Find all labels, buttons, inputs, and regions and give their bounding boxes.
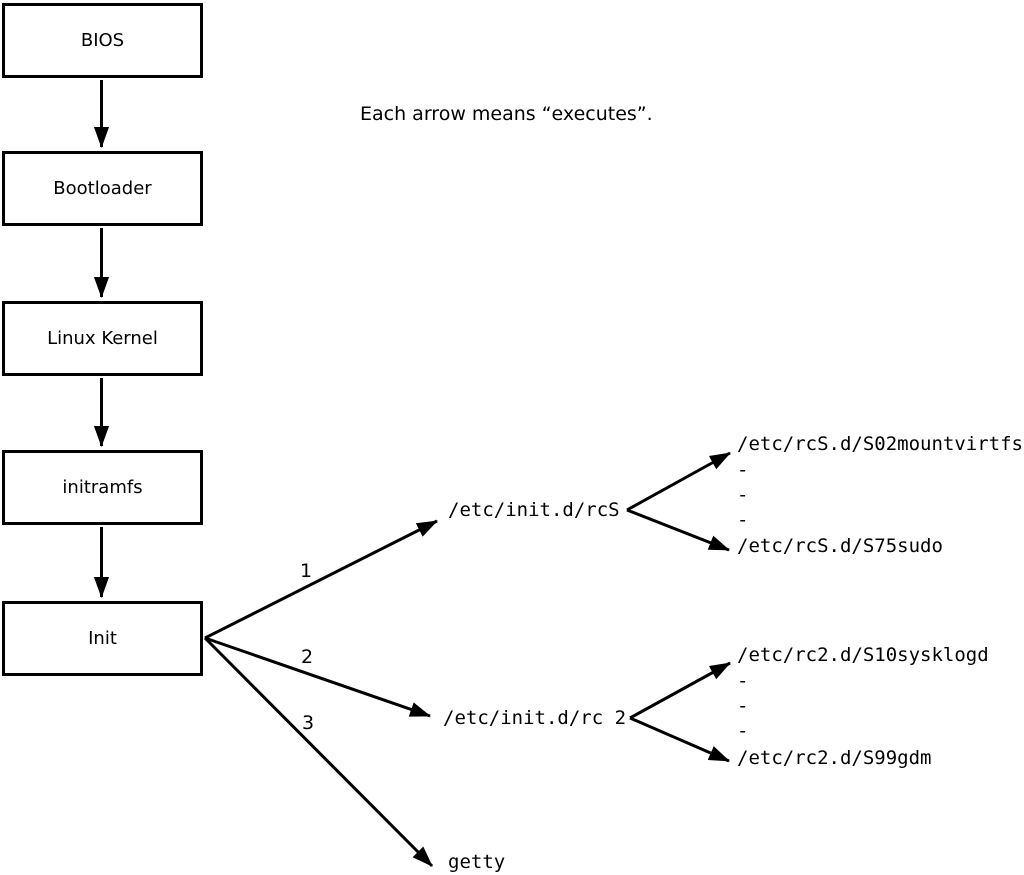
path-rc2-child-dash: - [737,670,749,692]
path-rcS-child-S75sudo: /etc/rcS.d/S75sudo [737,535,943,557]
path-rcS-child-dash: - [737,509,749,531]
node-bios-label: BIOS [80,30,125,51]
node-init: Init [2,601,203,676]
branch-label-1: 1 [299,560,313,582]
path-rcS-child-S02mountvirtfs: /etc/rcS.d/S02mountvirtfs [737,433,1023,455]
node-initramfs-label: initramfs [62,477,143,498]
arrow-rcS-to-S02mountvirtfs [626,451,731,512]
arrow-init-to-getty [203,636,434,868]
node-linux-kernel-label: Linux Kernel [47,328,158,349]
diagram-caption: Each arrow means “executes”. [360,103,653,125]
node-initramfs: initramfs [2,450,203,525]
path-rcS-child-dash: - [737,484,749,506]
arrow-init-to-rcS [204,519,438,640]
node-init-label: Init [88,628,117,649]
node-getty: getty [448,851,506,873]
node-bootloader: Bootloader [2,151,203,226]
node-bios: BIOS [2,3,203,78]
node-bootloader-label: Bootloader [53,178,152,199]
arrow-rc2-to-S99gdm [629,716,730,763]
path-rc2-child-S99gdm: /etc/rc2.d/S99gdm [737,747,932,769]
arrow-rcS-to-S75sudo [626,508,730,552]
arrow-init-to-rc2 [204,636,431,718]
path-rc2-child-S10sysklogd: /etc/rc2.d/S10sysklogd [737,644,989,666]
node-linux-kernel: Linux Kernel [2,301,203,376]
path-rcS-child-dash: - [737,459,749,481]
arrow-rc2-to-S10sysklogd [629,661,731,720]
path-rc2-child-dash: - [737,695,749,717]
branch-label-2: 2 [300,646,314,668]
path-rc2-child-dash: - [737,720,749,742]
path-init-d-rc2: /etc/init.d/rc 2 [443,707,627,729]
path-init-d-rcS: /etc/init.d/rcS [448,499,620,521]
branch-label-3: 3 [301,712,315,734]
